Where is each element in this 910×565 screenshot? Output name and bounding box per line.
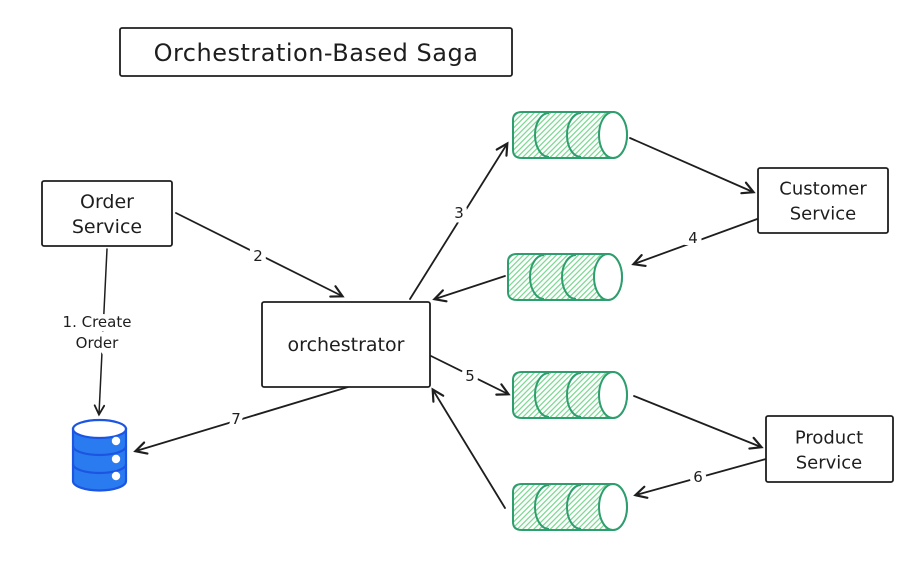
product-service-label-line1: Product: [795, 428, 863, 449]
customer-service-label-line2: Service: [790, 204, 857, 225]
title-box: Orchestration-Based Saga: [119, 27, 513, 77]
node-order-service: Order Service: [41, 180, 173, 247]
arrow-product-to-queue4: [633, 458, 767, 499]
arrow-customer-to-queue2: [631, 217, 761, 267]
customer-service-label-line1: Customer: [779, 179, 867, 200]
step-5-label: 5: [465, 367, 475, 385]
arrow-orchestrator-to-queue1: [409, 141, 509, 300]
message-queue-2-icon: [507, 253, 623, 301]
message-queue-1-icon: [512, 111, 628, 159]
step-2-label: 2: [253, 247, 263, 265]
step-6-label: 6: [693, 468, 703, 486]
arrow-create-order: [93, 248, 108, 417]
step-1-label-line1: 1. Create: [63, 313, 132, 331]
arrow-queue3-to-product: [633, 395, 764, 450]
step-3-label: 3: [454, 204, 464, 222]
product-service-label-line2: Service: [796, 453, 863, 474]
step-7-label: 7: [231, 410, 241, 428]
title-text: Orchestration-Based Saga: [154, 39, 479, 67]
message-queue-3-icon: [512, 371, 628, 419]
arrow-order-to-orchestrator: [175, 212, 345, 298]
node-orchestrator: orchestrator: [261, 301, 431, 388]
order-service-label-line1: Order: [80, 191, 134, 213]
step-1-label-line2: Order: [76, 334, 119, 352]
node-customer-service: Customer Service: [757, 167, 889, 234]
arrow-queue1-to-customer: [629, 137, 756, 195]
node-product-service: Product Service: [765, 415, 894, 483]
title-box-frame: [119, 27, 513, 77]
product-service-frame: [765, 415, 894, 483]
orchestrator-frame: [261, 301, 431, 388]
step-4-label: 4: [688, 229, 698, 247]
customer-service-frame: [757, 167, 889, 234]
arrow-orchestrator-to-queue3: [430, 355, 511, 396]
arrow-orchestrator-to-database: [133, 386, 349, 455]
orchestrator-label: orchestrator: [288, 334, 405, 356]
edges: [93, 137, 767, 509]
order-service-frame: [41, 180, 173, 247]
order-service-label-line2: Service: [72, 216, 142, 238]
arrow-queue4-to-orchestrator: [431, 387, 506, 509]
arrow-queue2-to-orchestrator: [432, 275, 506, 303]
database-icon: [71, 418, 128, 492]
message-queue-4-icon: [512, 483, 628, 531]
